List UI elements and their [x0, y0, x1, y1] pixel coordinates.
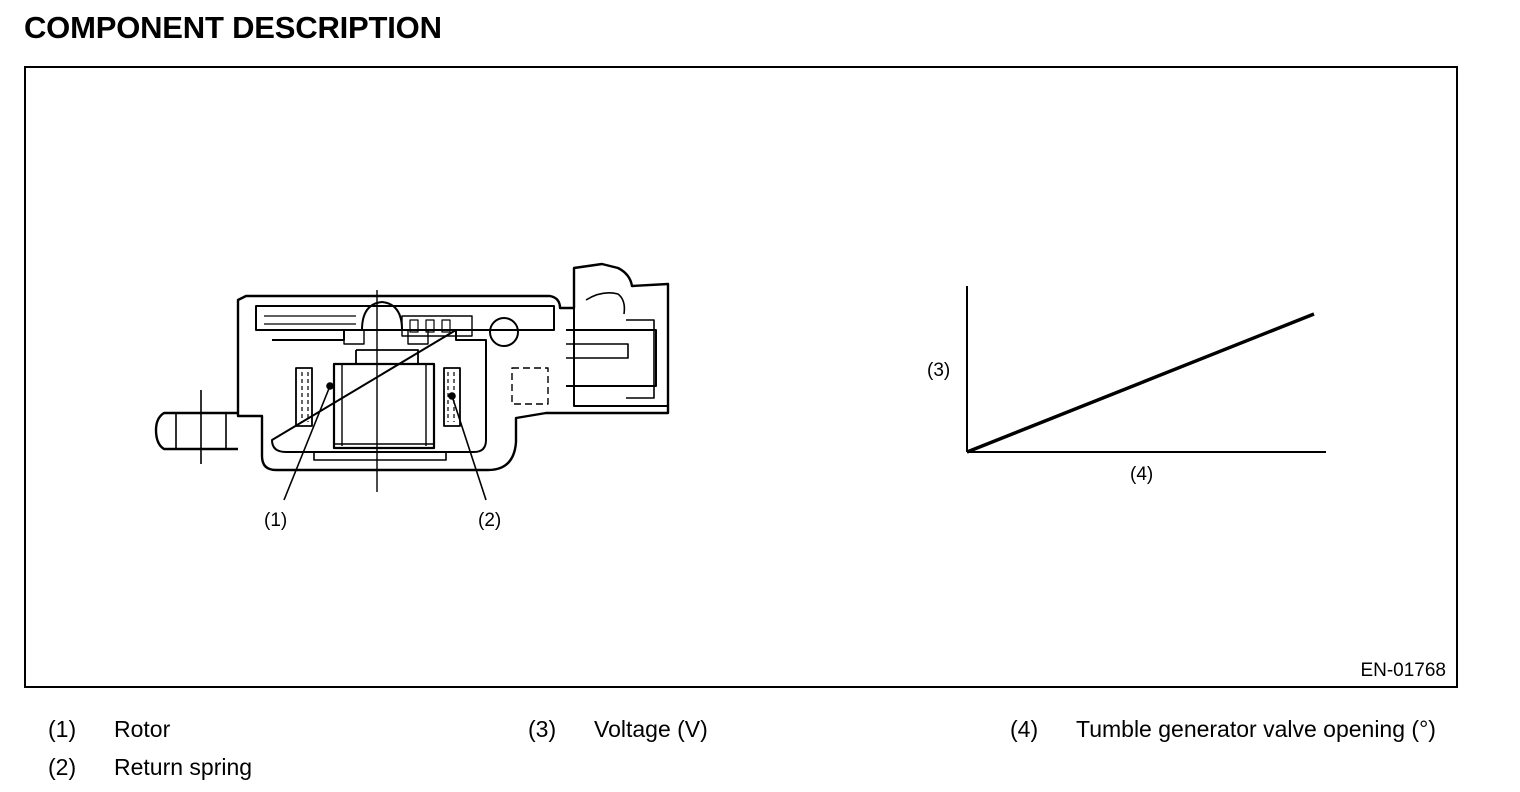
- legend-text: Return spring: [114, 754, 253, 780]
- callout-4: (4): [1130, 464, 1153, 485]
- figure-code: EN-01768: [1360, 660, 1446, 681]
- legend-column-1: (1) Rotor (2) Return spring: [48, 710, 474, 786]
- sensor-cross-section: [154, 262, 670, 501]
- legend-number: (4): [1010, 716, 1039, 742]
- legend-column-3: (4) Tumble generator valve opening (°): [1010, 713, 1446, 745]
- figure-frame: (1) (2) (3) (4) EN-01768: [24, 66, 1458, 688]
- figure-canvas: (1) (2) (3) (4): [154, 262, 1326, 531]
- callout-1: (1): [264, 510, 287, 531]
- legend-text: Voltage (V): [594, 716, 708, 742]
- graph-characteristic-line: [966, 312, 1315, 454]
- legend-item: (4) Tumble generator valve opening (°): [1010, 713, 1446, 745]
- legend-item: (2) Return spring: [48, 748, 474, 786]
- legend-number: (3): [528, 716, 557, 742]
- legend-number: (2): [48, 754, 77, 780]
- page-title: COMPONENT DESCRIPTION: [24, 10, 442, 45]
- legend-item: (3) Voltage (V): [528, 710, 954, 748]
- legend-text: Tumble generator valve opening (°): [1076, 716, 1436, 742]
- voltage-opening-graph: [966, 286, 1326, 454]
- legend-text: Rotor: [114, 716, 171, 742]
- legend-item: (1) Rotor: [48, 710, 474, 748]
- callout-3: (3): [927, 360, 950, 381]
- legend-column-2: (3) Voltage (V): [528, 710, 954, 748]
- callout-2: (2): [478, 510, 501, 531]
- legend-number: (1): [48, 716, 77, 742]
